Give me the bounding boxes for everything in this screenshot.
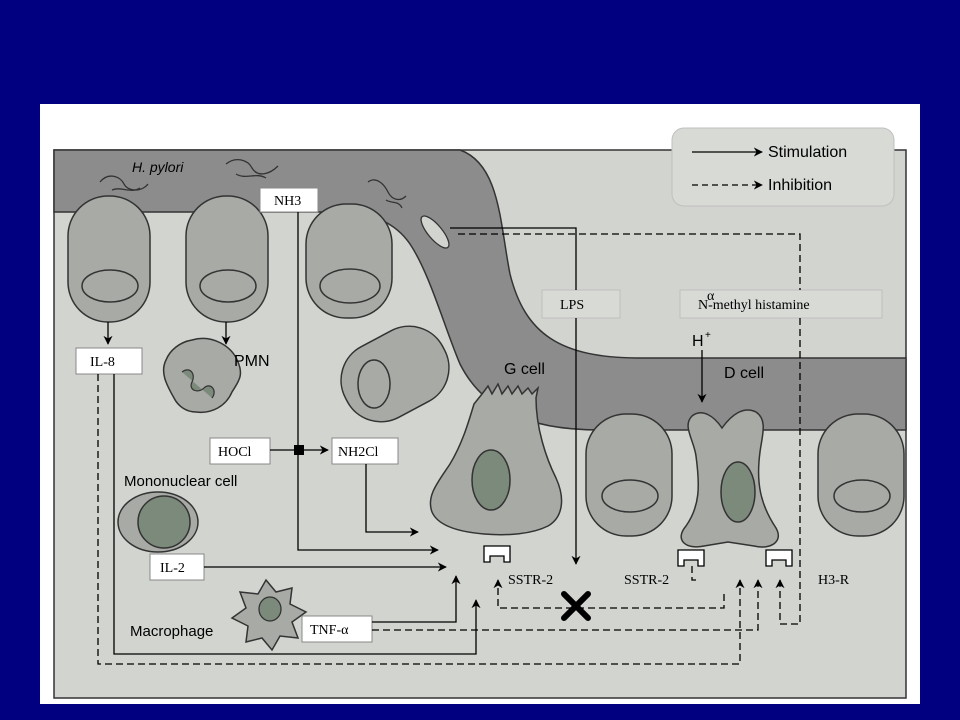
nh2cl-label: NH2Cl (338, 445, 379, 460)
upper-dashed-path (458, 233, 801, 290)
n-methyl-histamine-box (679, 289, 883, 319)
tnf-alpha-box (301, 615, 373, 643)
tnf-path (372, 575, 461, 623)
tnf-alpha-label: TNF-α (310, 623, 349, 638)
tnf-dashed-path (372, 579, 763, 631)
il8-solid-path (113, 374, 481, 655)
h3r-label: H3-R (818, 573, 850, 588)
legend: Stimulation Inhibition (671, 127, 895, 207)
il2-box (149, 553, 205, 581)
macrophage-nucleus (258, 596, 282, 622)
n-methyl-histamine-label: N-methyl histamine (698, 298, 810, 313)
inhibition-x-mark (561, 591, 591, 621)
g-cell-label: G cell (504, 361, 545, 378)
hocl-box (209, 437, 271, 465)
legend-inhibition: Inhibition (768, 177, 832, 194)
nh3-label: NH3 (274, 194, 301, 209)
epithelial-cell (817, 413, 905, 537)
legend-stimulation: Stimulation (768, 144, 847, 161)
nh3-box (259, 187, 319, 213)
mononuclear-cell-label: Mononuclear cell (124, 473, 237, 490)
mononuclear-nucleus (137, 495, 191, 549)
figure-panel: H. pylori Stimulation Inhibition NH3 LPS… (40, 104, 920, 704)
nh2cl-box (331, 437, 399, 465)
nh3-path (297, 212, 439, 555)
h3-receptor (765, 549, 793, 567)
macrophage-label: Macrophage (130, 623, 213, 640)
lps-box (541, 289, 621, 319)
hocl-label: HOCl (218, 445, 252, 460)
nh2cl-path (365, 464, 419, 537)
sstr2-g-label: SSTR-2 (508, 573, 553, 588)
d-cell-nucleus (720, 461, 756, 523)
il8-box (75, 347, 143, 375)
h-plus-superscript: + (705, 330, 711, 341)
pmn-label: PMN (234, 353, 270, 370)
pmn-nucleus (181, 369, 215, 399)
g-cell-nucleus (471, 449, 511, 511)
sstr2-d-to-g-path (493, 579, 725, 609)
pmn-cell (162, 337, 242, 414)
il8-label: IL-8 (90, 355, 115, 370)
mucus-layer (53, 149, 907, 431)
epithelial-cell (585, 413, 673, 537)
d-cell-label: D cell (724, 365, 764, 382)
epithelial-cell-tilted (340, 325, 450, 423)
histamine-dashed-path (775, 318, 801, 625)
n-alpha-superscript: α (707, 289, 715, 304)
lps-source-line (450, 227, 577, 290)
epithelial-cell (185, 195, 269, 323)
h-plus-label: H (692, 333, 704, 350)
gastric-diagram: H. pylori Stimulation Inhibition NH3 LPS… (53, 127, 907, 699)
epithelial-cell (305, 203, 393, 319)
sstr2-receptor-g (483, 545, 511, 563)
il8-dashed-path (97, 374, 745, 665)
lps-label: LPS (560, 298, 584, 313)
h-pylori-label: H. pylori (132, 159, 184, 175)
sstr2-d-stub (691, 566, 700, 581)
h-pylori-bacteria (99, 158, 450, 249)
epithelial-cell (67, 195, 151, 323)
sstr2-d-label: SSTR-2 (624, 573, 669, 588)
il2-label: IL-2 (160, 561, 185, 576)
sstr2-receptor-d (677, 549, 705, 567)
